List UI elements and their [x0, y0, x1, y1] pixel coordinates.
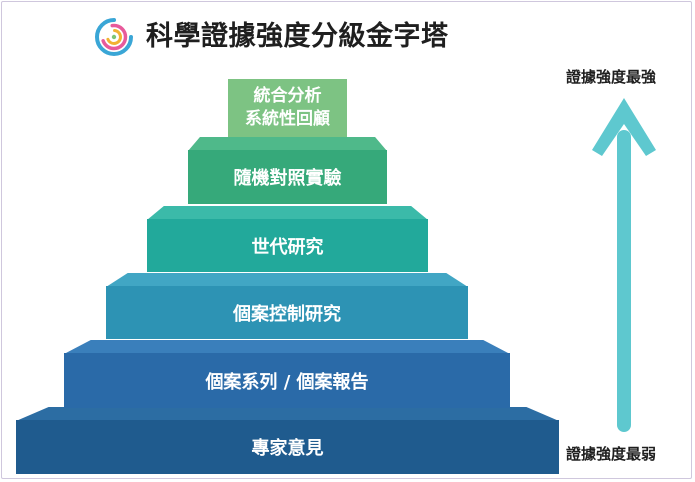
up-arrow-icon: [592, 98, 656, 432]
tier-1-top-band: [188, 137, 387, 151]
tier-case-control: 個案控制研究: [106, 286, 468, 339]
tier-cohort-study-label: 世代研究: [251, 236, 324, 258]
tier-rct-label: 隨機對照實驗: [233, 168, 342, 189]
tier-meta-analysis-line1: 統合分析: [253, 86, 322, 106]
tier-4-top-band: [64, 340, 510, 354]
tier-case-control-label: 個案控制研究: [233, 303, 341, 325]
tier-5-top-band: [16, 407, 559, 421]
spiral-logo-icon: [95, 18, 133, 56]
tier-expert-opinion: 專家意見: [16, 420, 559, 474]
tier-case-series: 個案系列 / 個案報告: [64, 353, 510, 408]
tier-2-top-band: [147, 206, 428, 220]
tier-cohort-study: 世代研究: [147, 219, 428, 272]
tier-meta-analysis: 統合分析 系統性回顧: [228, 79, 347, 137]
evidence-weakest-label: 證據強度最弱: [566, 445, 657, 463]
tier-case-series-label: 個案系列 / 個案報告: [205, 371, 369, 393]
page-title: 科學證據強度分級金字塔: [146, 21, 449, 52]
tier-3-top-band: [106, 273, 468, 287]
tier-meta-analysis-line2: 系統性回顧: [245, 109, 330, 129]
tier-rct: 隨機對照實驗: [188, 150, 387, 204]
evidence-strongest-label: 證據強度最強: [566, 68, 657, 86]
tier-expert-opinion-label: 專家意見: [251, 438, 324, 459]
